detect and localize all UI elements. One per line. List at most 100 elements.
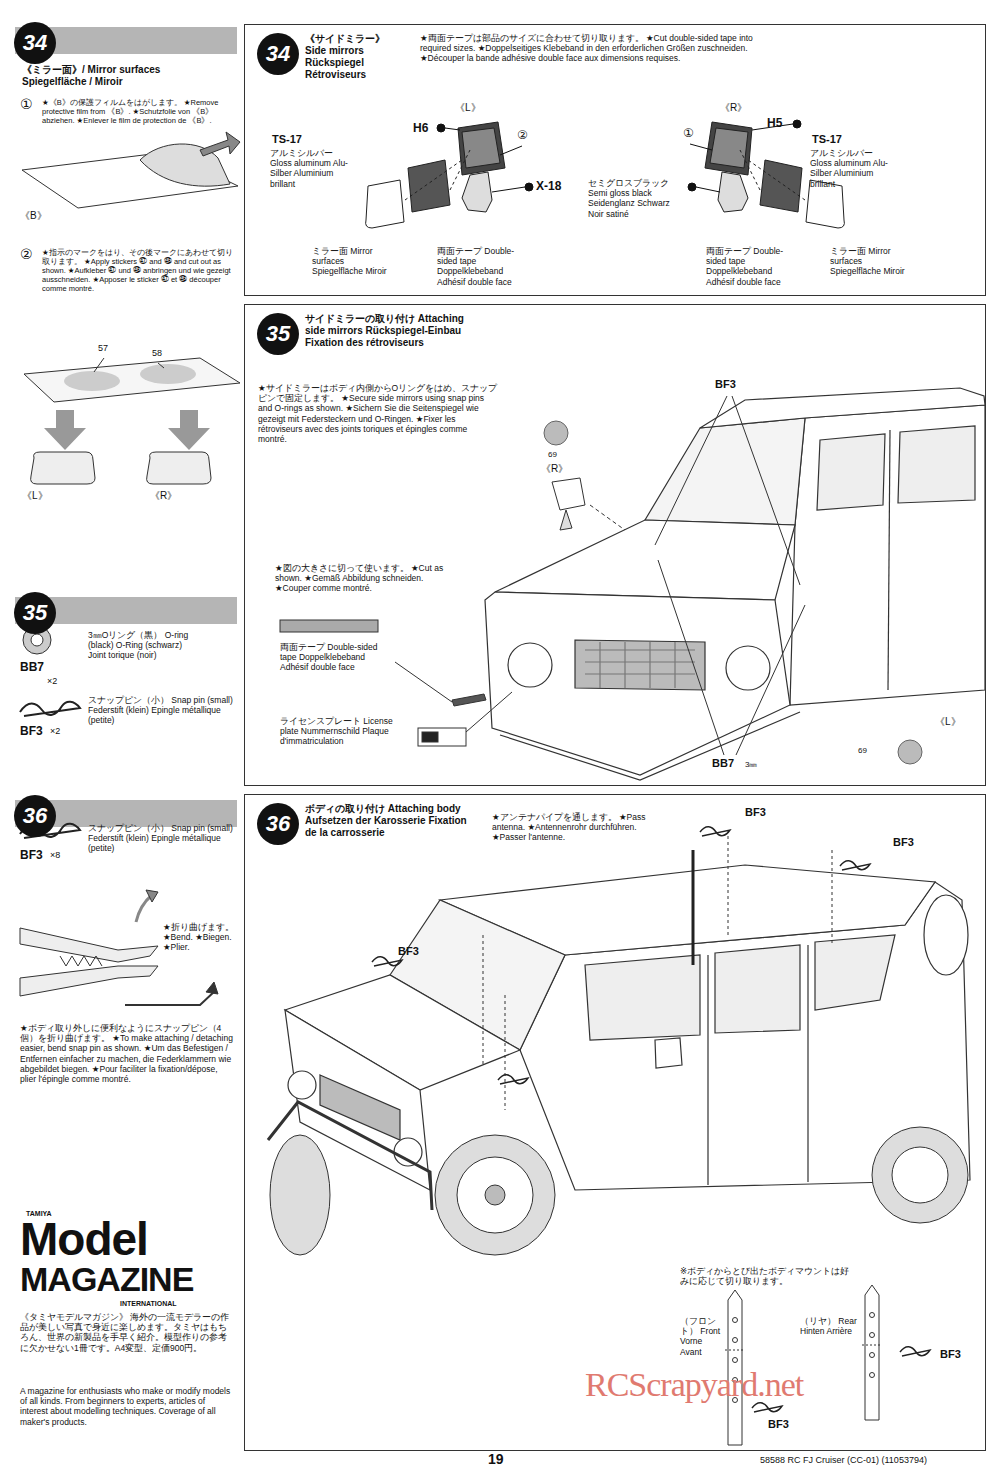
paint-callout [437, 124, 445, 132]
mirror-assembly-right [718, 172, 748, 212]
body-mount-post [733, 1318, 738, 1323]
car-body-step35 [485, 388, 985, 780]
instruction-text: 3㎜ [745, 760, 767, 770]
part-code: BF3 [893, 836, 927, 849]
mirror-assembly-right [705, 122, 752, 175]
instruction-text: 《L》 [935, 716, 969, 728]
instruction-text: 両面テープ Double-sided tape Doppelklebeband … [280, 642, 390, 673]
step-number: 34 [14, 22, 56, 64]
step-title: 《サイドミラー》 Side mirrors Rückspiegel Rétrov… [305, 33, 400, 81]
instruction-text: ★サイドミラーはボディ内側からOリングをはめ、スナップピンで固定します。 ★Se… [258, 383, 498, 444]
car-body-step36 [268, 865, 970, 1210]
part-code: BF3 [768, 1418, 802, 1431]
instruction-text: 57 [98, 343, 114, 354]
film-sheet [200, 132, 240, 156]
sticker-sheet [94, 358, 104, 372]
wheel [457, 1157, 533, 1233]
car-body-step35 [585, 642, 695, 688]
instruction-text: アルミシルバー Gloss aluminum Alu-Silber Alumin… [810, 148, 895, 189]
car-body-step36 [715, 945, 800, 1033]
body-mount-post [725, 1345, 882, 1350]
mirror-assembly-left [462, 128, 500, 168]
step-number: 36 [257, 803, 299, 845]
body-mount-post [870, 1373, 875, 1378]
step-number: 35 [14, 592, 56, 634]
part-code: BB7 [712, 757, 744, 770]
description-text: A magazine for enthusiasts who make or m… [20, 1386, 235, 1427]
snap-pin [372, 957, 402, 966]
film-sheet [22, 132, 240, 208]
down-arrow [44, 410, 210, 450]
mirror-assembly-right [710, 128, 748, 168]
instruction-text: ×8 [50, 850, 72, 861]
instruction-text: ミラー面 Mirror surfaces Spiegelfläche Miroi… [830, 246, 915, 277]
snap-pin-icon [20, 702, 80, 716]
instruction-text: ② [517, 128, 535, 142]
instruction-text: （フロント） Front Vorne Avant [680, 1316, 725, 1357]
instruction-text: ★指示のマークをはり、その後マークにあわせて切り取ります。 ★Apply sti… [42, 248, 237, 293]
wheel [435, 1135, 555, 1255]
logo-text: Model [20, 1216, 235, 1262]
step-title: ボディの取り付け Attaching body Aufsetzen der Ka… [305, 803, 470, 839]
car-body-step36 [708, 945, 808, 1185]
wheel [872, 1127, 968, 1223]
sticker-sheet [158, 363, 164, 368]
instruction-text: ※ボディからとび出たボディマウントは好みに応じて切り取ります。 [680, 1266, 855, 1286]
description-text: 《タミヤモデルマガジン》 海外の一流モデラーの作品が美しい写真で身近に楽しめます… [20, 1312, 235, 1353]
paint-callout [688, 183, 696, 191]
down-arrow [168, 410, 210, 450]
snap-pin [372, 827, 930, 1412]
wheel [270, 1127, 968, 1255]
car-body-step36 [320, 1075, 400, 1140]
license-plate-parts [395, 662, 512, 732]
sticker-69 [898, 740, 922, 764]
mirror-assembly-left [462, 172, 492, 212]
mirror-assembly-left [408, 160, 450, 212]
part-code: BF3 [398, 945, 432, 958]
instruction-text: 両面テープ Double-sided tape Doppelklebeband … [706, 246, 798, 287]
snap-pin [700, 827, 730, 836]
paint-callout [500, 144, 712, 155]
step-number: 35 [257, 313, 299, 355]
step-number: 34 [23, 32, 47, 54]
pliers [20, 928, 158, 962]
mirror-assembly-right [740, 150, 805, 200]
step-number: 36 [266, 813, 290, 835]
part-code: BF3 [940, 1348, 974, 1361]
car-body-step36 [655, 1038, 682, 1068]
body-mount-post [870, 1353, 875, 1358]
mirror-surface [31, 452, 211, 484]
paint-callout [696, 187, 720, 192]
wheel [485, 1185, 505, 1205]
instruction-text: 《B》 [20, 210, 52, 222]
instruction-text: 《R》 [541, 463, 575, 475]
car-body-step36 [288, 1071, 316, 1099]
body-mount [728, 830, 832, 945]
instruction-text: ライセンスプレート License plate Nummernschild Pl… [280, 716, 410, 747]
instruction-text: 両面テープ Double-sided tape Doppelklebeband … [437, 246, 529, 287]
pliers [20, 966, 158, 996]
pliers [146, 890, 158, 902]
sticker-69 [544, 421, 568, 445]
instruction-text: 58 [152, 348, 168, 359]
car-body-step35 [817, 434, 885, 510]
license-plate-parts [418, 728, 466, 746]
sticker-sheet [140, 364, 196, 384]
part-code: TS-17 [812, 133, 872, 146]
antenna [693, 850, 694, 965]
instruction-text: 《L》 [455, 102, 487, 114]
mirror-assembly-left [458, 122, 505, 175]
instruction-text: 《R》 [150, 490, 182, 502]
car-body-step35 [485, 592, 790, 775]
step-number: 35 [23, 602, 47, 624]
step-number: 36 [23, 805, 47, 827]
instruction-text: 《R》 [720, 102, 752, 114]
instruction-text: スナップピン（小） Snap pin (small) Federstift (k… [88, 695, 233, 726]
instruction-text: ★両面テープは部品のサイズに合わせて切り取ります。 ★Cut double-si… [420, 33, 765, 64]
step-header-band [15, 27, 237, 827]
pliers [125, 990, 216, 1005]
snap-pin [752, 1403, 782, 1412]
